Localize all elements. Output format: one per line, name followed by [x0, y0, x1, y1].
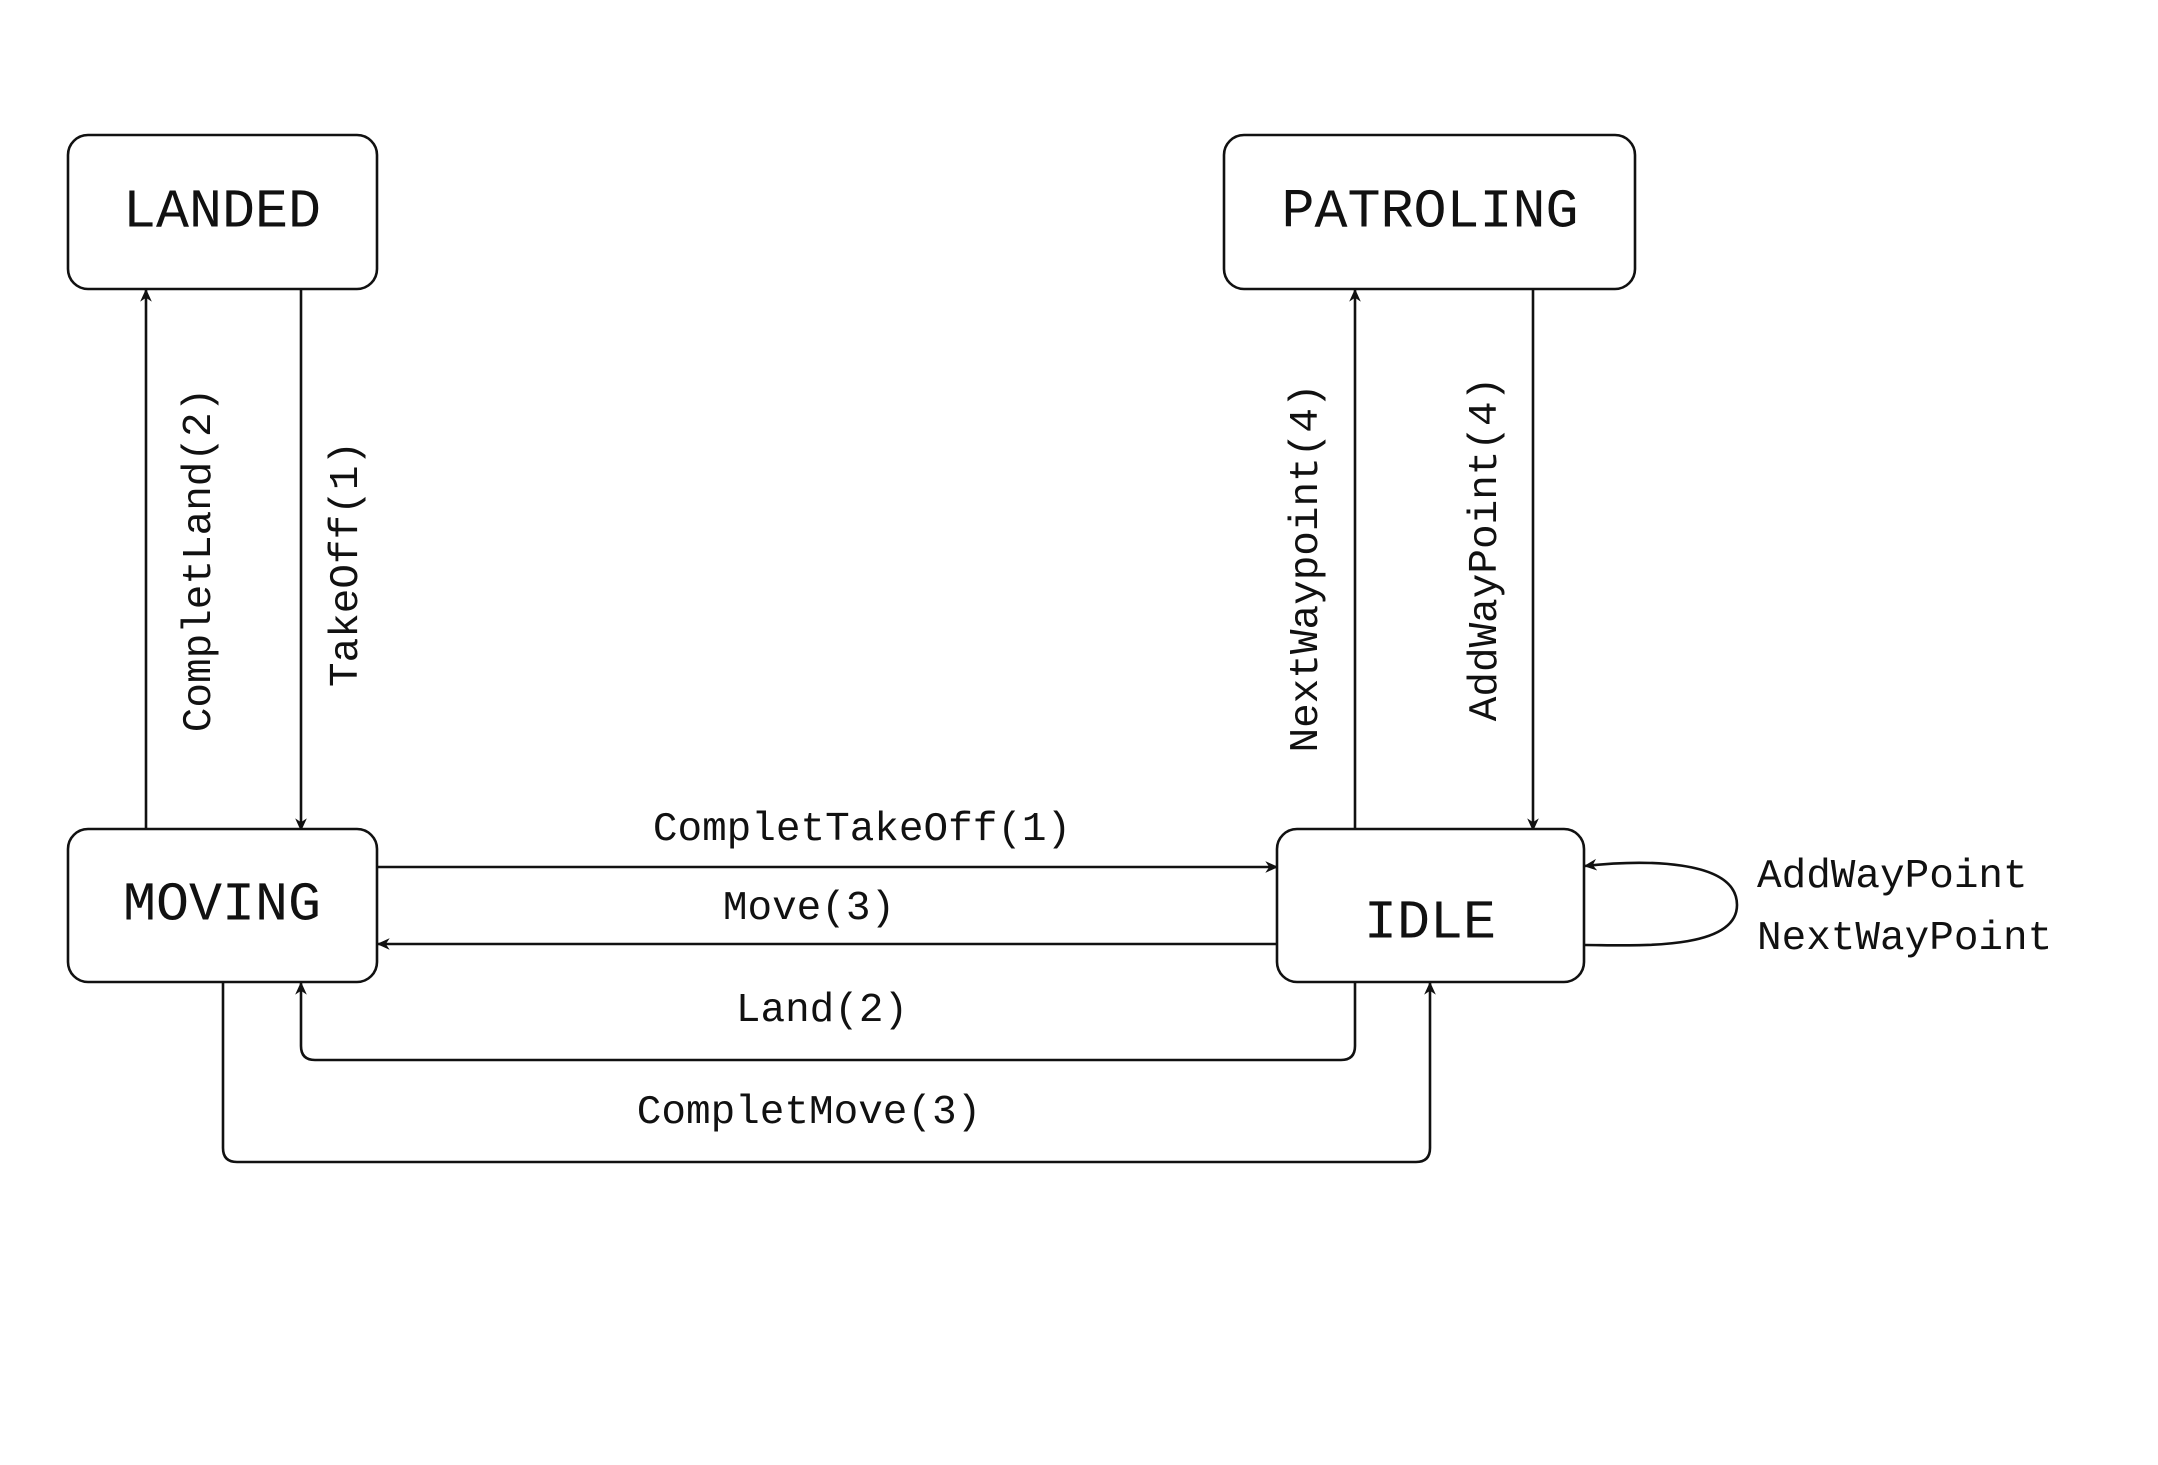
label-complet-land: CompletLand(2): [177, 388, 223, 732]
label-complet-move: CompletMove(3): [637, 1090, 981, 1136]
edge-idle-self-loop: [1583, 858, 1739, 947]
label-take-off: TakeOff(1): [324, 441, 370, 687]
state-moving-label: MOVING: [123, 874, 321, 937]
label-self-loop-next: NextWayPoint: [1757, 916, 2052, 962]
state-idle: IDLE: [1275, 827, 1586, 984]
edge-land: [295, 981, 1357, 1062]
state-patroling-label: PATROLING: [1281, 181, 1578, 244]
label-add-waypoint: AddWayPoint(4): [1463, 377, 1509, 721]
edge-complet-move: [221, 981, 1436, 1164]
label-self-loop-add: AddWayPoint: [1757, 854, 2028, 900]
state-patroling: PATROLING: [1222, 133, 1637, 291]
state-idle-label: IDLE: [1364, 892, 1496, 955]
state-landed-label: LANDED: [123, 181, 321, 244]
label-land: Land(2): [736, 988, 908, 1034]
label-complet-take-off: CompletTakeOff(1): [653, 807, 1071, 853]
state-moving: MOVING: [66, 827, 379, 984]
label-move: Move(3): [723, 886, 895, 932]
label-next-waypoint: NextWaypoint(4): [1284, 383, 1330, 752]
state-landed: LANDED: [66, 133, 379, 291]
